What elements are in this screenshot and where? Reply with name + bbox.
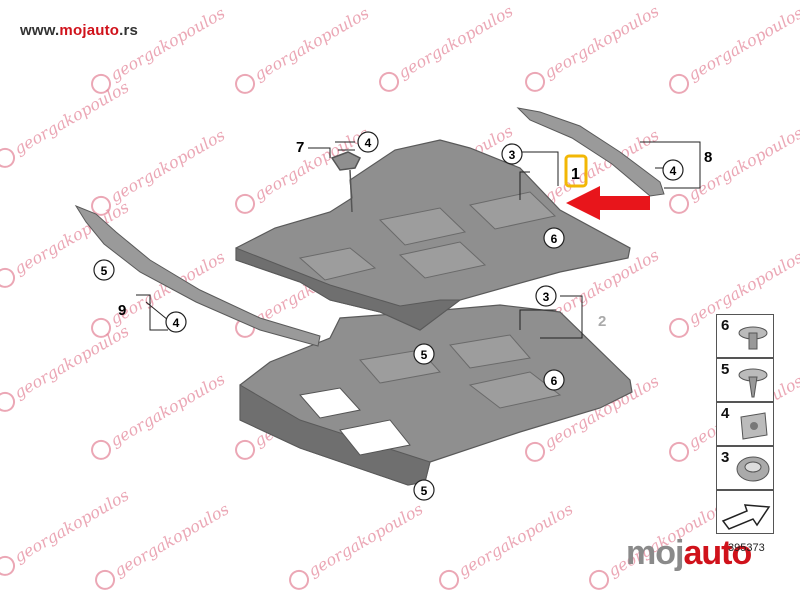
left-trim-strip	[74, 204, 321, 347]
callout-3-top: 3	[501, 143, 523, 165]
svg-text:5: 5	[101, 264, 108, 278]
grommet-icon	[736, 456, 770, 482]
lower-shield	[239, 304, 633, 486]
clip-nut-icon	[740, 412, 768, 440]
svg-text:4: 4	[670, 164, 677, 178]
callout-6-upper: 6	[543, 227, 565, 249]
callout-5-middle: 5	[413, 343, 435, 365]
site-url[interactable]: www.mojauto.rs	[20, 22, 139, 39]
callout-8: 8	[704, 149, 712, 166]
callout-7: 7	[296, 139, 304, 156]
red-arrow-icon	[566, 186, 650, 220]
callout-9: 9	[118, 302, 126, 319]
svg-text:3: 3	[509, 148, 516, 162]
svg-text:4: 4	[365, 136, 372, 150]
callout-5-bottom: 5	[413, 479, 435, 501]
callout-1: 1	[571, 166, 580, 183]
callout-4-left: 4	[165, 311, 187, 333]
leader-lines	[136, 141, 701, 339]
callout-3-lower: 3	[535, 285, 557, 307]
callout-2: 2	[598, 313, 606, 330]
part-1-highlight	[564, 154, 588, 188]
right-trim-strip	[516, 107, 665, 197]
svg-text:5: 5	[421, 484, 428, 498]
callout-6-lower: 6	[543, 369, 565, 391]
direction-arrow-icon	[721, 504, 771, 530]
svg-text:3: 3	[543, 290, 550, 304]
legend-item: 4	[716, 402, 774, 446]
rivet-icon	[738, 326, 768, 350]
legend-item: 5	[716, 358, 774, 402]
callout-5-left: 5	[93, 259, 115, 281]
svg-text:6: 6	[551, 374, 558, 388]
clip-part-7	[330, 151, 362, 213]
screw-icon	[738, 368, 768, 398]
callout-4-top: 4	[357, 131, 379, 153]
mojauto-logo: mojauto	[626, 534, 752, 572]
legend-item: 6	[716, 314, 774, 358]
diagram-code: 395373	[728, 542, 765, 554]
svg-text:6: 6	[551, 232, 558, 246]
legend-item: 3	[716, 446, 774, 490]
upper-shield	[235, 139, 631, 331]
legend-arrow-box	[716, 490, 774, 534]
svg-text:5: 5	[421, 348, 428, 362]
svg-text:4: 4	[173, 316, 180, 330]
callout-4-right: 4	[662, 159, 684, 181]
